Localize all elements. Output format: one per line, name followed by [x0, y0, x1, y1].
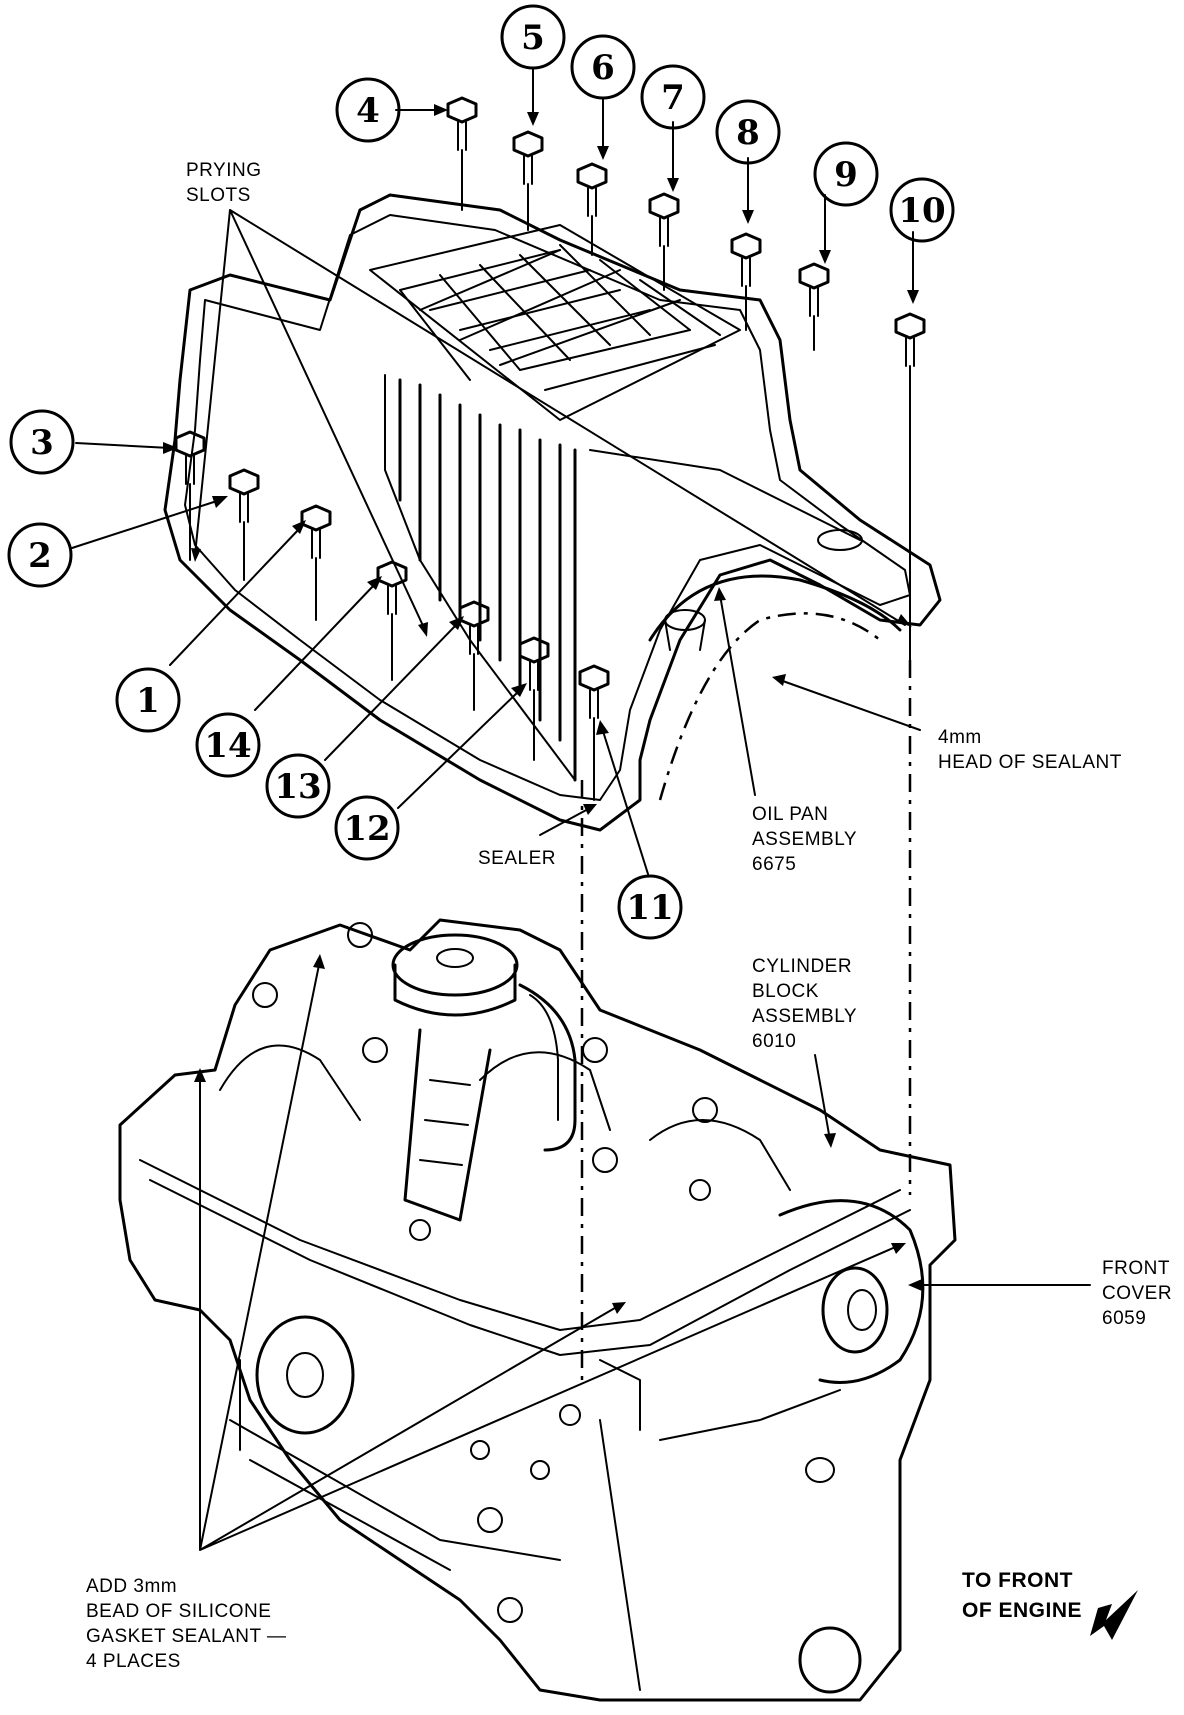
- callout-number: 5: [521, 18, 545, 58]
- callout-number: 3: [30, 423, 54, 463]
- bolt-icon: [512, 130, 544, 185]
- label-text: BEAD OF SILICONE: [86, 1601, 271, 1622]
- label-text: ASSEMBLY: [752, 1006, 857, 1027]
- callout-5: 5: [500, 4, 566, 70]
- bolt-icon: [648, 192, 680, 247]
- callout-number: 7: [661, 78, 685, 118]
- label-silicone-bead: ADD 3mm BEAD OF SILICONE GASKET SEALANT …: [86, 1576, 287, 1672]
- label-head-of-sealant: 4mm HEAD OF SEALANT: [938, 727, 1122, 773]
- label-text: CYLINDER: [752, 956, 852, 977]
- label-to-front-of-engine: TO FRONT OF ENGINE: [962, 1569, 1138, 1640]
- callout-12: 12: [334, 795, 400, 861]
- label-oil-pan-assembly: OIL PAN ASSEMBLY 6675: [752, 804, 857, 875]
- callout-number: 11: [626, 888, 673, 928]
- bolt-icon: [576, 162, 608, 217]
- alignment-lines: [580, 660, 912, 1380]
- callout-number: 10: [898, 191, 945, 231]
- label-front-cover: FRONT COVER 6059: [1102, 1258, 1172, 1329]
- callout-number: 14: [204, 726, 251, 766]
- label-cylinder-block: CYLINDER BLOCK ASSEMBLY 6010: [752, 956, 857, 1052]
- callout-4: 4: [335, 77, 401, 143]
- bolt-icon: [174, 430, 206, 485]
- callout-1: 1: [115, 667, 181, 733]
- label-text: SEALER: [478, 848, 556, 869]
- callout-number: 4: [356, 91, 380, 131]
- leader-lines: [71, 67, 1091, 1551]
- label-prying-slots: PRYING SLOTS: [186, 160, 262, 206]
- callout-number: 13: [274, 767, 321, 807]
- label-text: GASKET SEALANT —: [86, 1626, 287, 1647]
- callout-3: 3: [9, 409, 75, 475]
- label-text: 6059: [1102, 1308, 1146, 1329]
- label-text: COVER: [1102, 1283, 1172, 1304]
- bolt-icon: [376, 560, 408, 615]
- callout-6: 6: [570, 34, 636, 100]
- label-text: BLOCK: [752, 981, 819, 1002]
- label-text: OIL PAN: [752, 804, 828, 825]
- label-sealer: SEALER: [478, 848, 556, 869]
- callout-11: 11: [617, 874, 683, 940]
- cylinder-block-assembly: [118, 918, 957, 1702]
- bolt-icon: [228, 468, 260, 523]
- callout-9: 9: [813, 141, 879, 207]
- callout-number: 6: [591, 48, 615, 88]
- bolt-icon: [894, 312, 926, 367]
- pan-bolts: [174, 96, 926, 801]
- label-text: HEAD OF SEALANT: [938, 752, 1122, 773]
- bolt-icon: [798, 262, 830, 317]
- callout-number: 8: [736, 113, 760, 153]
- front-direction-arrow-icon: [1090, 1590, 1138, 1640]
- label-text: 6675: [752, 854, 796, 875]
- callout-2: 2: [7, 522, 73, 588]
- label-text: OF ENGINE: [962, 1599, 1082, 1622]
- label-text: TO FRONT: [962, 1569, 1073, 1592]
- callout-number: 2: [28, 536, 52, 576]
- label-text: FRONT: [1102, 1258, 1170, 1279]
- label-text: ADD 3mm: [86, 1576, 177, 1597]
- label-text: PRYING: [186, 160, 262, 181]
- label-text: ASSEMBLY: [752, 829, 857, 850]
- oil-pan-assembly: [163, 193, 942, 832]
- label-text: SLOTS: [186, 185, 251, 206]
- bolt-icon: [300, 504, 332, 559]
- callout-8: 8: [715, 99, 781, 165]
- callout-7: 7: [640, 64, 706, 130]
- label-text: 4mm: [938, 727, 982, 748]
- callout-number: 9: [834, 155, 858, 195]
- bolt-icon: [446, 96, 478, 151]
- bolt-icon: [578, 664, 610, 719]
- bolt-icon: [518, 636, 550, 691]
- callout-13: 13: [265, 753, 331, 819]
- callout-10: 10: [889, 177, 955, 243]
- label-text: 4 PLACES: [86, 1651, 181, 1672]
- callout-14: 14: [195, 712, 261, 778]
- label-text: 6010: [752, 1031, 796, 1052]
- callout-number: 1: [136, 681, 160, 721]
- callout-number: 12: [343, 809, 390, 849]
- bolt-icon: [730, 232, 762, 287]
